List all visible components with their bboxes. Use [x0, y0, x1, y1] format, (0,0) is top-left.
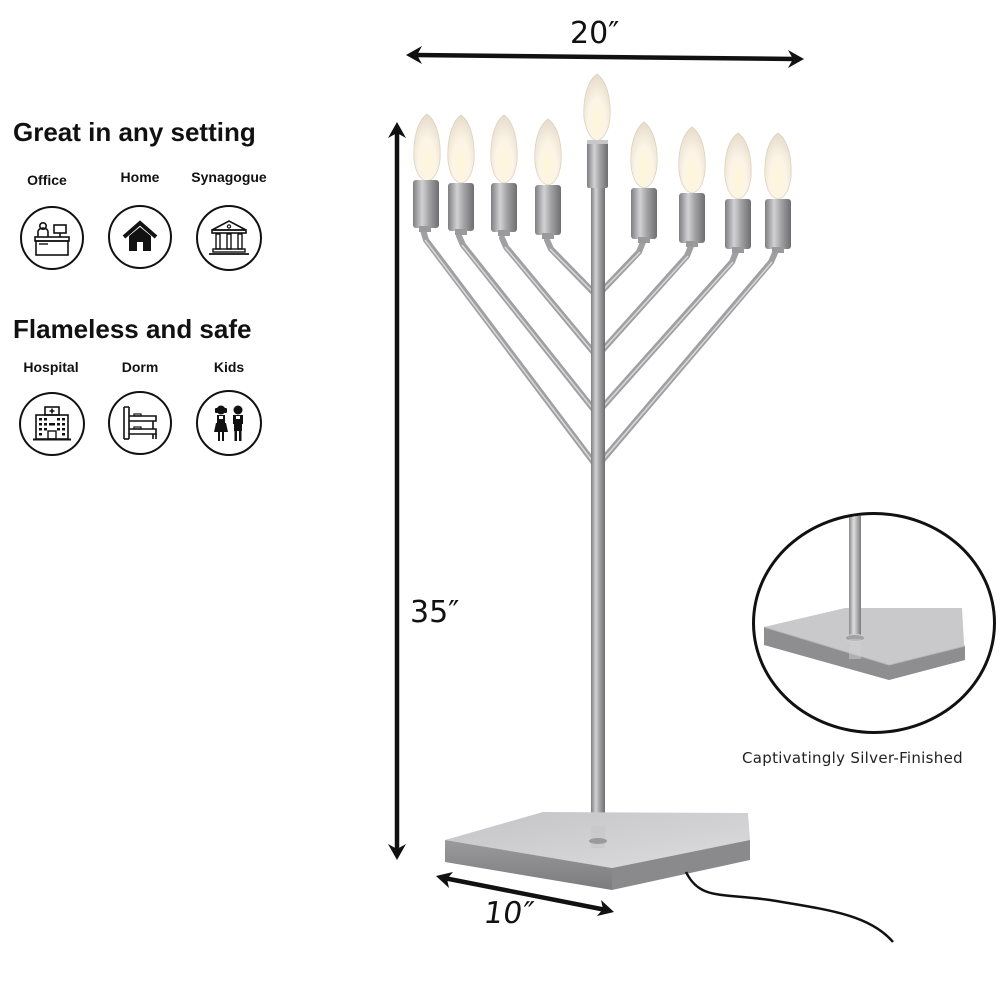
home-icon-circle — [108, 205, 172, 269]
bulb-5 — [630, 121, 658, 243]
hospital-icon-circle — [19, 392, 85, 456]
synagogue-icon-circle — [196, 205, 262, 271]
menorah-base — [445, 812, 750, 890]
menorah-bulbs — [413, 73, 792, 253]
shamash-candle — [583, 73, 611, 188]
section-heading-settings: Great in any setting — [13, 117, 256, 147]
office-desk-icon — [34, 222, 70, 256]
menorah-stem — [591, 180, 605, 828]
synagogue-icon — [209, 220, 249, 255]
detail-inset-circle — [752, 512, 996, 734]
label-kids: Kids — [213, 359, 245, 375]
bulb-6 — [678, 126, 706, 247]
width-label: 20″ — [570, 16, 620, 51]
detail-caption: Captivatingly Silver-Finished — [742, 749, 963, 767]
kids-icon-circle — [196, 390, 262, 456]
height-label: 35″ — [410, 595, 460, 630]
label-home: Home — [120, 169, 160, 185]
section-heading-safety: Flameless and safe — [13, 314, 252, 344]
bunk-bed-icon — [123, 406, 157, 440]
label-synagogue: Synagogue — [191, 169, 267, 185]
dorm-icon-circle — [108, 391, 172, 455]
kids-icon — [214, 405, 243, 441]
depth-dimension-arrow — [436, 872, 614, 916]
hospital-icon — [33, 406, 71, 441]
bulb-1 — [413, 113, 441, 232]
label-hospital: Hospital — [23, 359, 79, 375]
office-icon-circle — [20, 206, 84, 270]
height-dimension-arrow — [388, 122, 406, 860]
bulb-3 — [490, 114, 518, 236]
power-cord — [684, 871, 894, 943]
base-closeup-image — [763, 515, 966, 680]
bulb-2 — [447, 114, 475, 235]
bulb-8 — [764, 132, 792, 253]
label-office: Office — [27, 172, 67, 188]
label-dorm: Dorm — [121, 359, 159, 375]
bulb-4 — [534, 118, 562, 239]
home-icon — [122, 220, 158, 251]
bulb-7 — [724, 132, 752, 253]
width-dimension-arrow — [406, 46, 804, 68]
